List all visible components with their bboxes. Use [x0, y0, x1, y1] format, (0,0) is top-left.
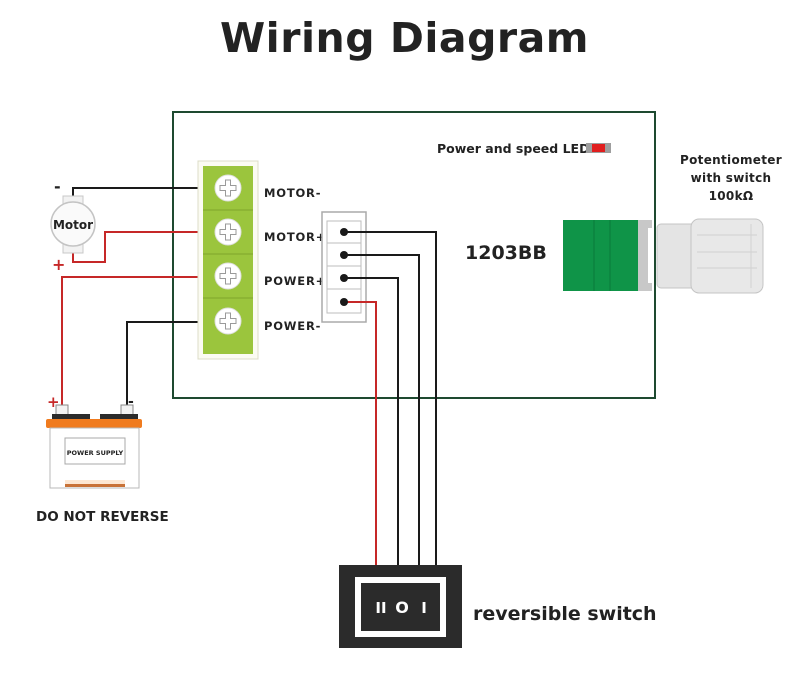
reversible-switch-icon: [339, 565, 462, 648]
connector-pin: [340, 251, 348, 259]
page-title: Wiring Diagram: [219, 14, 590, 62]
motor-plus-sign: +: [52, 255, 65, 274]
wire-switch-4: [344, 301, 377, 566]
terminal-screw-icon: [214, 218, 242, 246]
led-label: Power and speed LED: [437, 141, 589, 156]
battery-plus-sign: +: [47, 393, 60, 411]
motor-label: Motor: [53, 218, 93, 232]
terminal-screw-icon: [214, 307, 242, 335]
wire-motor-positive: [72, 231, 200, 263]
potentiometer-label-line3: 100kΩ: [709, 189, 754, 203]
terminal-screw-icon: [214, 262, 242, 290]
wire-switch-3: [344, 277, 399, 566]
terminal-screw-icon: [214, 174, 242, 202]
potentiometer-label-line1: Potentiometer: [680, 153, 782, 167]
motor-icon: [50, 195, 96, 254]
terminal-label-power-negative: POWER-: [264, 319, 321, 333]
battery-minus-sign: -: [128, 394, 134, 410]
battery-label: POWER SUPPLY: [67, 449, 124, 457]
terminal-label-motor-negative: MOTOR-: [264, 186, 321, 200]
motor-minus-sign: -: [54, 177, 61, 196]
switch-face-center: O: [395, 598, 409, 617]
battery-warning: DO NOT REVERSE: [36, 509, 169, 525]
connector-pin: [340, 298, 348, 306]
wire-motor-negative: [72, 187, 200, 196]
switch-label: reversible switch: [473, 603, 657, 625]
potentiometer-label-line2: with switch: [691, 171, 772, 185]
wire-switch-1: [344, 231, 437, 566]
terminal-label-motor-positive: MOTOR+: [264, 230, 326, 244]
board-model-label: 1203BB: [465, 242, 547, 264]
battery-icon: [46, 404, 142, 489]
connector-pin: [340, 274, 348, 282]
switch-face-right: I: [421, 599, 427, 617]
connector-pin: [340, 228, 348, 236]
terminal-label-power-positive: POWER+: [264, 274, 326, 288]
wire-power-negative: [126, 321, 200, 408]
wire-switch-2: [344, 254, 420, 566]
wire-power-positive: [61, 276, 200, 408]
led-icon: [586, 143, 611, 153]
potentiometer-icon: [563, 218, 764, 294]
controller-board: [172, 111, 656, 399]
switch-face-left: II: [375, 599, 386, 617]
